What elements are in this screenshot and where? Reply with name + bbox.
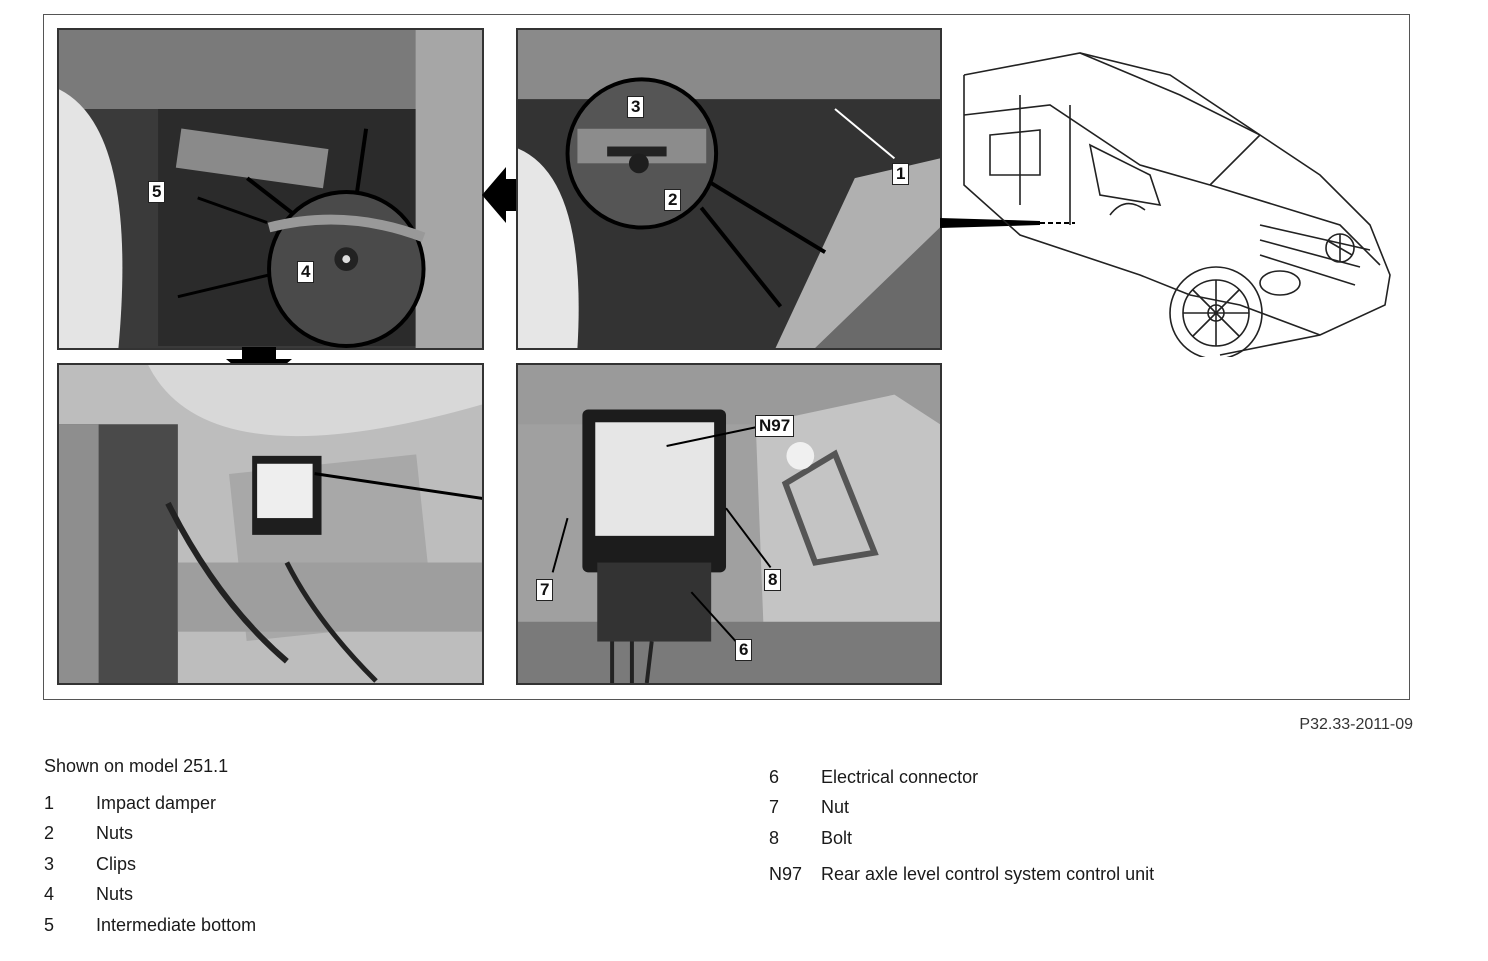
callout-2: 2 <box>664 189 682 211</box>
legend-label: Electrical connector <box>821 766 979 787</box>
legend-label: Clips <box>96 853 137 874</box>
legend-key: 8 <box>769 827 780 848</box>
callout-5: 5 <box>148 181 166 203</box>
legend-item: 8 Bolt <box>769 823 1154 854</box>
legend-item: 2 Nuts <box>44 819 256 850</box>
legend-key: 3 <box>44 853 55 874</box>
photo-intermediate-bottom <box>57 28 484 350</box>
legend-label: Impact damper <box>96 792 217 813</box>
callout-6: 6 <box>735 639 753 661</box>
pointer-line <box>940 218 1075 228</box>
legend-item: N97 Rear axle level control system contr… <box>769 860 1154 891</box>
legend-item: 3 Clips <box>44 849 256 880</box>
photo-impact-damper <box>516 28 942 350</box>
figure-id: P32.33-2011-09 <box>1299 716 1413 733</box>
legend-item: 5 Intermediate bottom <box>44 910 256 941</box>
vehicle-drawing <box>963 52 1391 357</box>
legend-key: 6 <box>769 766 780 787</box>
callout-N97: N97 <box>755 415 795 437</box>
legend-label: Nut <box>821 797 850 818</box>
legend-item: 1 Impact damper <box>44 788 256 819</box>
legend-label: Bolt <box>821 827 853 848</box>
service-figure: 5 4 3 2 1 <box>43 14 1410 700</box>
callout-8: 8 <box>764 569 782 591</box>
callout-7: 7 <box>536 579 554 601</box>
photo-control-unit-detail <box>516 363 942 685</box>
legend-key: 4 <box>44 884 55 905</box>
legend-key: 7 <box>769 797 780 818</box>
callout-1: 1 <box>892 163 910 185</box>
legend-key: 1 <box>44 792 55 813</box>
arrow-left-icon <box>482 167 518 223</box>
legend-left: 1 Impact damper 2 Nuts 3 Clips 4 Nuts 5 … <box>44 788 256 941</box>
legend-item: 7 Nut <box>769 793 1154 824</box>
legend-right: 6 Electrical connector 7 Nut 8 Bolt N97 … <box>769 762 1154 890</box>
callout-4: 4 <box>297 261 315 283</box>
legend-key: 2 <box>44 823 55 844</box>
legend-item: 6 Electrical connector <box>769 762 1154 793</box>
legend-label: Intermediate bottom <box>96 914 257 935</box>
legend-key: 5 <box>44 914 55 935</box>
legend-label: Nuts <box>96 884 134 905</box>
figure-caption: Shown on model 251.1 <box>44 756 229 776</box>
legend-item: 4 Nuts <box>44 880 256 911</box>
legend-key: N97 <box>769 864 803 885</box>
callout-3: 3 <box>627 96 645 118</box>
photo-control-unit-overview <box>57 363 484 685</box>
legend-label: Nuts <box>96 823 134 844</box>
legend-label: Rear axle level control system control u… <box>821 864 1155 885</box>
